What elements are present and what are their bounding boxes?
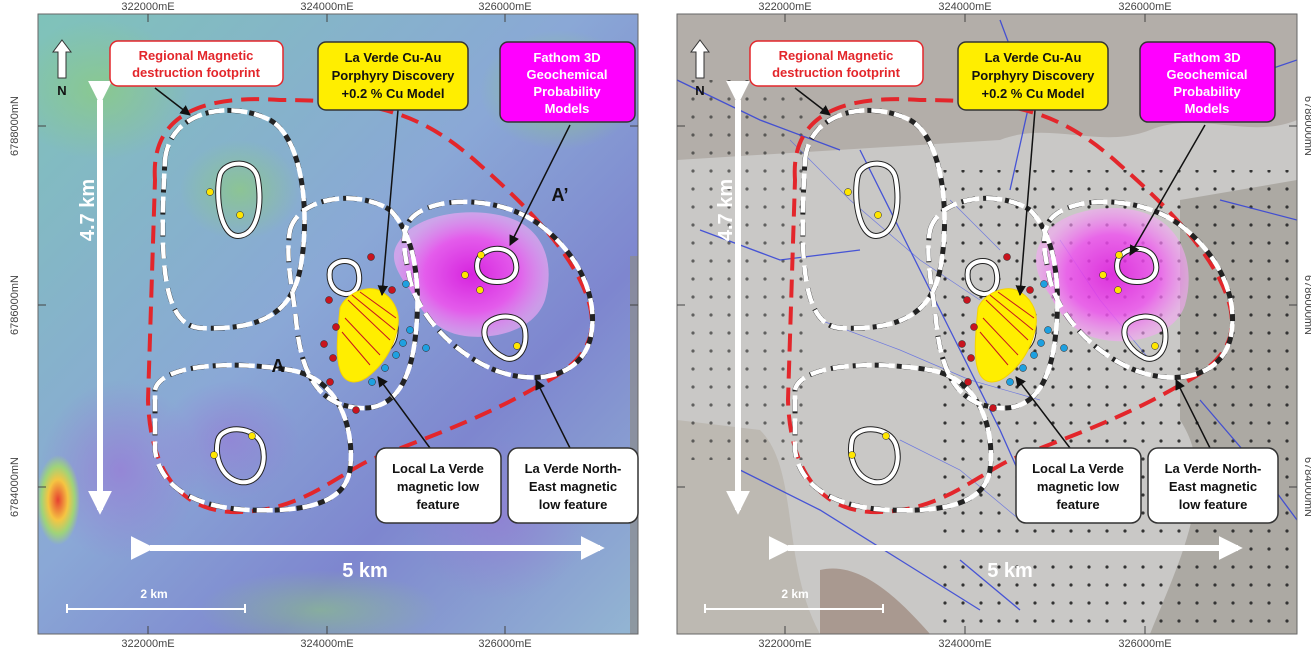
callout-discovery: La Verde Cu-Au Porphyry Discovery +0.2 %… [317,41,469,111]
callout-line: low feature [539,497,608,512]
callout-line: Local La Verde [392,461,484,476]
x-tick-label: 322000mE [758,1,811,13]
callout-line: East magnetic [1169,479,1257,494]
left-x-axis-labels: 322000mE 324000mE 326000mE 322000mE 3240… [121,1,531,650]
sample-points [844,188,1159,459]
x-tick-label: 326000mE [478,1,531,13]
callout-line: magnetic low [397,479,480,494]
callout-regional-footprint: Regional Magnetic destruction footprint [749,40,924,87]
x-tick-label: 322000mE [121,638,174,650]
right-x-axis-labels: 322000mE 324000mE 326000mE 322000mE 3240… [758,1,1171,650]
callout-discovery: La Verde Cu-Au Porphyry Discovery +0.2 %… [957,41,1109,111]
scale-bar: 2 km [704,587,884,613]
callout-line: Models [545,101,590,116]
callout-line: East magnetic [529,479,617,494]
right-map-frame [676,13,1298,635]
callout-line: Geochemical [1167,67,1248,82]
discovery-model-area [974,288,1037,383]
right-tick-marks [677,14,1297,634]
right-map-panel: 322000mE 324000mE 326000mE 322000mE 3240… [676,1,1311,650]
callout-line: Regional Magnetic [139,48,254,63]
callout-line: Porphyry Discovery [972,68,1096,83]
x-tick-label: 322000mE [121,1,174,13]
left-map-frame [37,13,639,635]
callout-local-magnetic-low: Local La Verde magnetic low feature [1015,447,1142,524]
callout-regional-footprint: Regional Magnetic destruction footprint [109,40,284,87]
callout-leader-lines [794,87,1211,449]
x-tick-label: 326000mE [478,638,531,650]
callout-line: Models [1185,101,1230,116]
y-tick-label: 6784000mN [9,457,21,517]
callout-line: magnetic low [1037,479,1120,494]
north-arrow: N [690,39,710,98]
x-tick-label: 326000mE [1118,638,1171,650]
callout-line: destruction footprint [772,65,900,80]
discovery-model-area [336,288,399,383]
sample-points [206,188,521,459]
north-label: N [695,83,704,98]
x-tick-label: 326000mE [1118,1,1171,13]
left-y-axis-labels: 6788000mN 6786000mN 6784000mN [9,96,21,517]
callout-line: Geochemical [527,67,608,82]
callout-line: +0.2 % Cu Model [342,86,445,101]
magnetic-low-dashed-outlines-white [792,108,1235,513]
left-map-panel: 322000mE 324000mE 326000mE 322000mE 3240… [9,1,639,650]
callout-ne-magnetic-low: La Verde North- East magnetic low featur… [1147,447,1279,524]
callout-line: feature [416,497,459,512]
callout-local-magnetic-low: Local La Verde magnetic low feature [375,447,502,524]
north-arrow: N [52,39,72,98]
callout-line: Probability [533,84,601,99]
callout-line: Local La Verde [1032,461,1124,476]
x-tick-label: 324000mE [300,1,353,13]
callout-line: La Verde Cu-Au [985,50,1082,65]
scale-bar-label: 2 km [140,587,167,601]
vertical-dimension-label: 4.7 km [715,179,737,241]
north-label: N [57,83,66,98]
y-tick-label: 6786000mN [9,275,21,335]
callout-line: Probability [1173,84,1241,99]
y-tick-label: 6786000mN [1302,275,1311,335]
right-y-axis-labels: 6788000mN 6786000mN 6784000mN [1302,96,1311,517]
callout-leader-lines [154,87,571,449]
x-tick-label: 324000mE [938,1,991,13]
callout-line: feature [1056,497,1099,512]
callout-line: Fathom 3D [1173,50,1240,65]
x-tick-label: 322000mE [758,638,811,650]
callout-line: Regional Magnetic [779,48,894,63]
fathom-model-area [1035,207,1189,342]
magnetic-high-anomaly [38,455,80,545]
section-a-prime-label: A’ [551,185,568,205]
magnetic-low-dashed-outlines-white [152,108,595,513]
y-tick-label: 6788000mN [1302,96,1311,156]
callout-line: Fathom 3D [533,50,600,65]
y-tick-label: 6784000mN [1302,457,1311,517]
callout-line: low feature [1179,497,1248,512]
horizontal-dimension-label: 5 km [987,560,1033,582]
callout-fathom: Fathom 3D Geochemical Probability Models [499,41,636,123]
callout-line: La Verde North- [1165,461,1262,476]
callout-line: Porphyry Discovery [332,68,456,83]
callout-line: La Verde North- [525,461,622,476]
callout-line: destruction footprint [132,65,260,80]
scale-bar: 2 km [66,587,246,613]
scale-bar-label: 2 km [781,587,808,601]
callout-line: +0.2 % Cu Model [982,86,1085,101]
horizontal-dimension-label: 5 km [342,560,388,582]
x-tick-label: 324000mE [938,638,991,650]
callout-ne-magnetic-low: La Verde North- East magnetic low featur… [507,447,639,524]
vertical-dimension-label: 4.7 km [77,179,99,241]
left-tick-marks [38,14,638,634]
callout-line: La Verde Cu-Au [345,50,442,65]
callout-fathom: Fathom 3D Geochemical Probability Models [1139,41,1276,123]
section-a-label: A [272,356,285,376]
x-tick-label: 324000mE [300,638,353,650]
y-tick-label: 6788000mN [9,96,21,156]
